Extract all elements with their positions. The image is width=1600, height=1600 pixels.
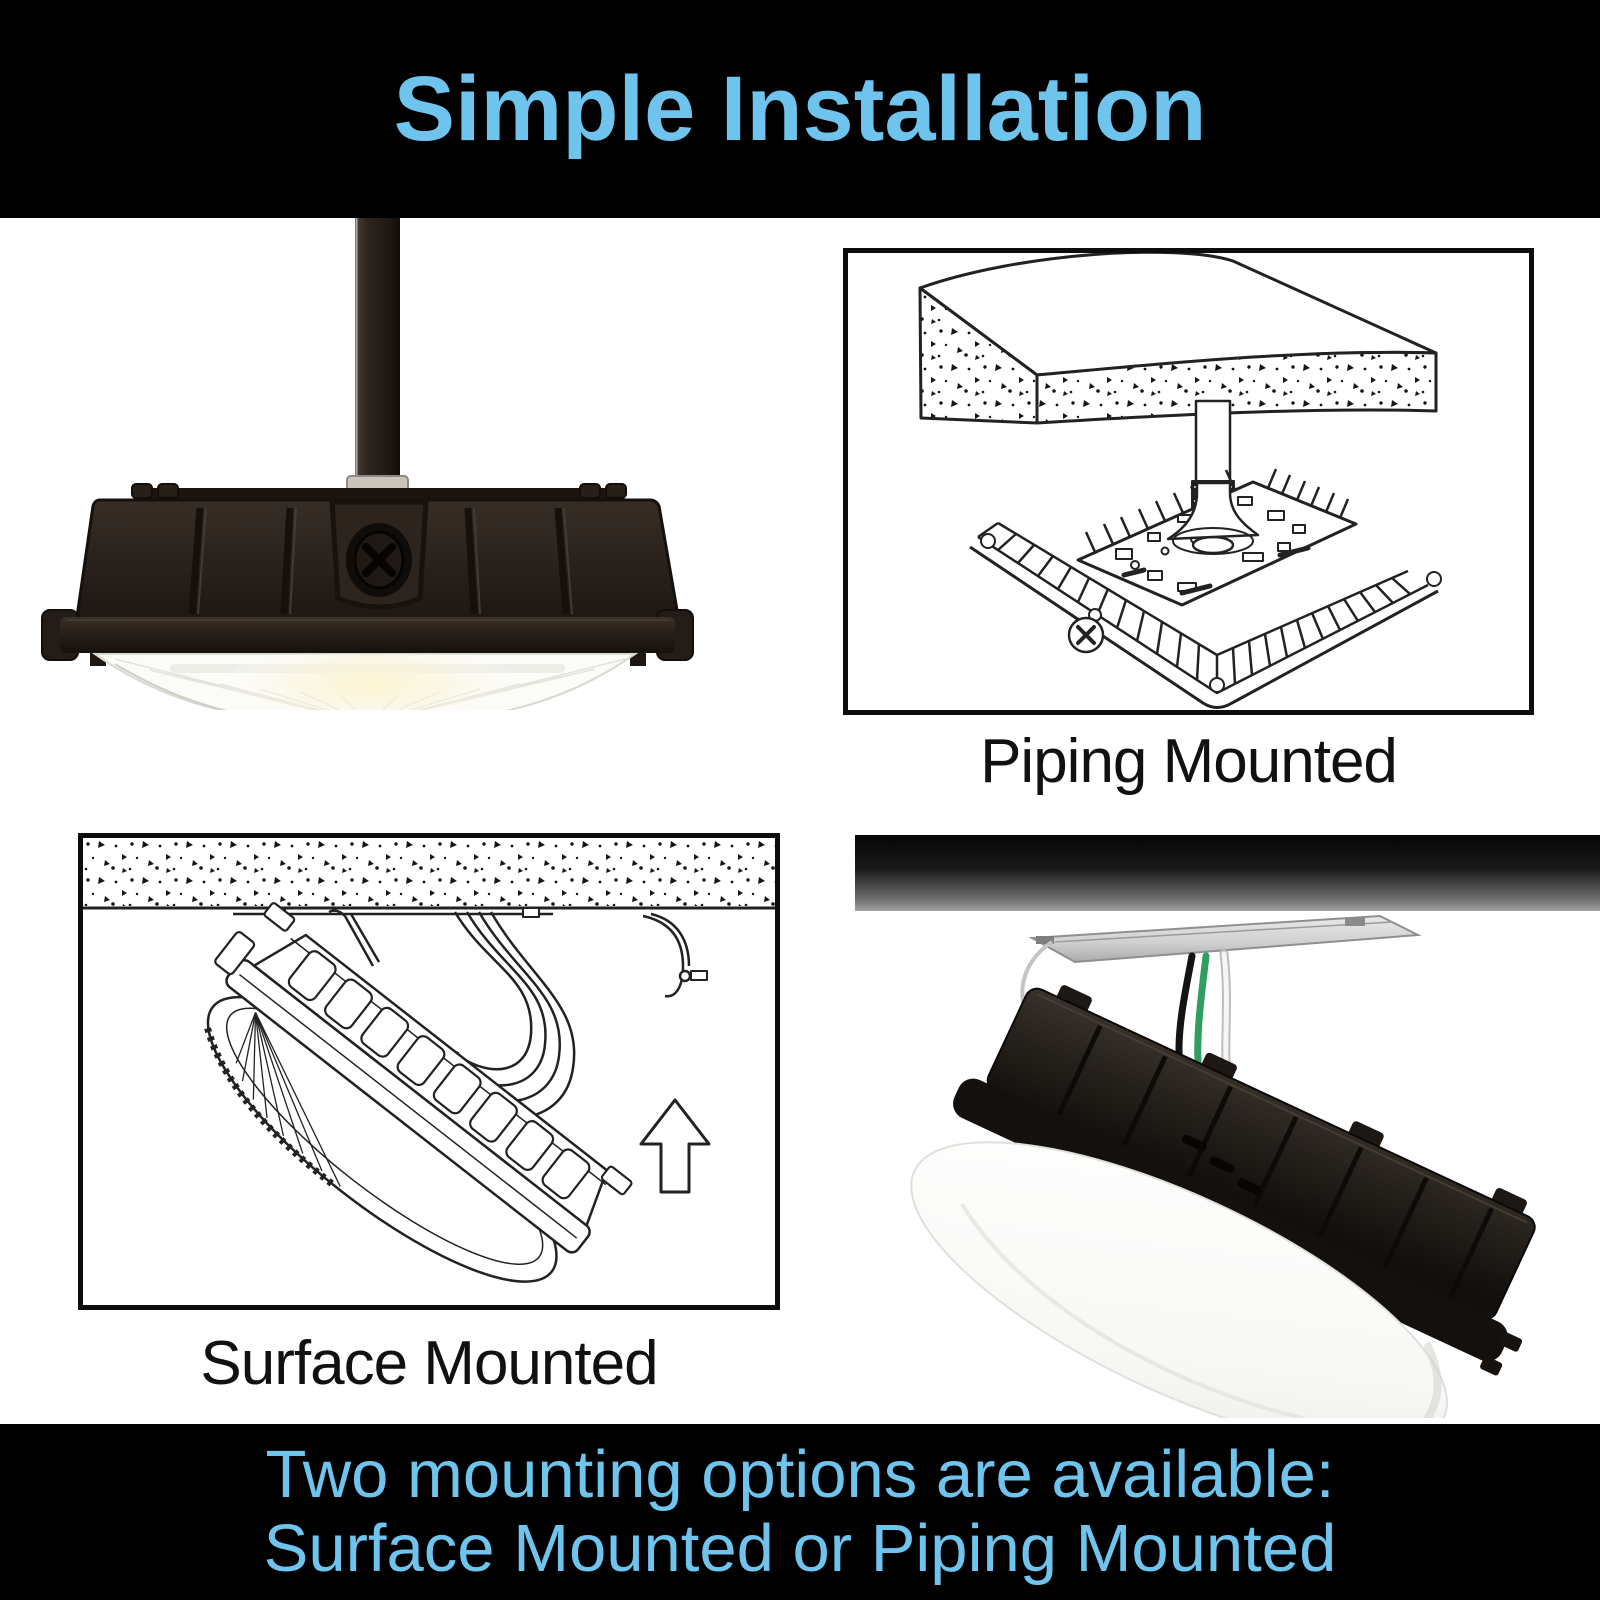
surface-mounted-diagram <box>83 838 775 1283</box>
wall-bracket <box>642 912 708 998</box>
pole-mount-photo <box>20 218 760 710</box>
footer-line-2: Surface Mounted or Piping Mounted <box>263 1511 1337 1586</box>
page-title: Simple Installation <box>393 58 1207 160</box>
surface-mounted-figure <box>78 833 780 1310</box>
ceiling-slab <box>918 253 1438 425</box>
footer-banner: Two mounting options are available: Surf… <box>0 1424 1600 1600</box>
top-bumps <box>131 483 627 499</box>
lens <box>91 653 639 710</box>
lens <box>910 1141 1449 1418</box>
tilted-fixture <box>910 985 1536 1418</box>
mounting-pole <box>355 218 400 484</box>
piping-mounted-label: Piping Mounted <box>980 727 1398 796</box>
vent-slots <box>1182 1134 1262 1195</box>
tilted-fixture <box>204 902 633 1283</box>
mounting-plate <box>1028 914 1422 964</box>
piping-mounted-figure <box>843 248 1534 715</box>
footer-line-1: Two mounting options are available: <box>265 1437 1335 1512</box>
canopy-light-render <box>41 218 694 710</box>
corner-screws <box>980 533 1442 693</box>
center-screw <box>346 523 412 597</box>
surface-mount-render <box>855 835 1600 1418</box>
ceiling-beam <box>855 835 1600 911</box>
hanging-strap <box>328 909 381 967</box>
surface-mount-photo <box>840 830 1600 1418</box>
up-arrow-icon <box>639 1098 711 1194</box>
surface-mounted-label: Surface Mounted <box>200 1329 658 1398</box>
ceiling <box>83 838 775 918</box>
piping-mounted-diagram <box>918 253 1442 709</box>
body-ribs <box>188 507 570 615</box>
header-banner: Simple Installation <box>0 0 1600 218</box>
rear-fins <box>1084 468 1350 553</box>
pipe-flare <box>1166 481 1260 541</box>
flange <box>60 617 675 653</box>
diagram-x-screw <box>1067 616 1105 654</box>
